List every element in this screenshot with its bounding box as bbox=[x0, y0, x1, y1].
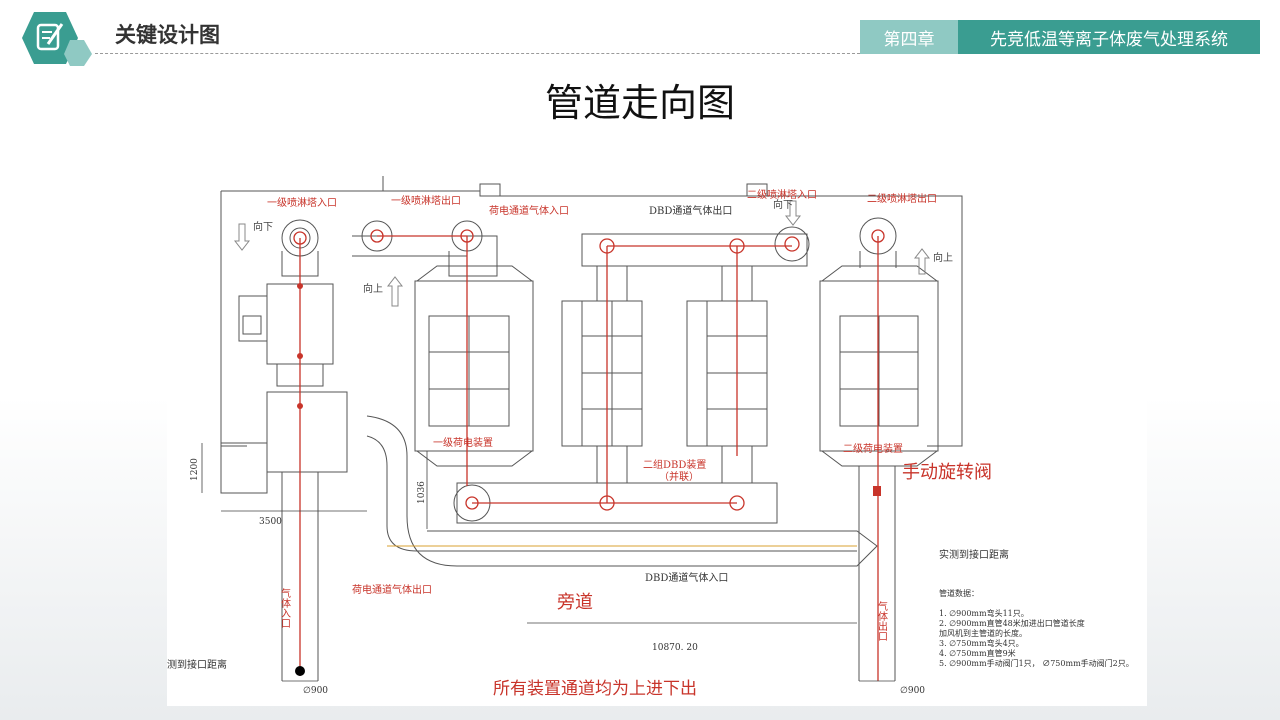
section-logo-icon bbox=[22, 12, 92, 66]
label-down-1: 向下 bbox=[253, 220, 273, 233]
charge1-body bbox=[414, 280, 534, 452]
label-charge1: 一级荷电装置 bbox=[433, 436, 493, 449]
label-measure-1: 测到接口距离 bbox=[167, 658, 227, 671]
label-bypass: 旁道 bbox=[557, 592, 593, 613]
gas-inlet-point bbox=[295, 666, 305, 676]
flow-node bbox=[729, 495, 745, 511]
flow-node bbox=[293, 231, 307, 245]
label-dbd-parallel: （并联） bbox=[659, 470, 699, 483]
label-charge-outlet: 荷电通道气体出口 bbox=[352, 583, 432, 596]
flow-node bbox=[599, 238, 615, 254]
arrow-down-icon bbox=[784, 200, 802, 226]
dim-1200: 1200 bbox=[190, 458, 200, 481]
spray1-side-box bbox=[220, 442, 268, 494]
page-title: 管道走向图 bbox=[544, 81, 735, 125]
label-down-2: 向下 bbox=[773, 198, 793, 211]
charge1-bottom bbox=[416, 450, 533, 467]
flow-node bbox=[297, 403, 303, 409]
flow-line-dbd-top bbox=[606, 245, 792, 456]
dim-10870: 10870. 20 bbox=[652, 643, 698, 653]
label-spray2-inlet: 二级喷淋塔入口 bbox=[747, 188, 817, 201]
spray2-outlet-neck bbox=[859, 251, 897, 268]
charge1-hood bbox=[416, 265, 533, 282]
dbd-bottom-header bbox=[456, 482, 778, 524]
dbd-risers bbox=[596, 266, 753, 301]
flow-node bbox=[871, 229, 885, 243]
flow-node bbox=[297, 353, 303, 359]
spray1-motor bbox=[238, 295, 268, 342]
label-dbd-outlet: DBD通道气体出口 bbox=[649, 204, 732, 217]
dim-3500: 3500 bbox=[259, 517, 282, 527]
bypass-inner bbox=[366, 435, 857, 552]
dbd-bottom-risers bbox=[596, 446, 753, 483]
charge2-body bbox=[819, 280, 939, 452]
chapter-number: 第四章 bbox=[860, 20, 958, 54]
pipe-data-line: 1. ∅900mm弯头11只。 bbox=[939, 608, 1029, 618]
arrow-down-icon bbox=[233, 223, 251, 251]
label-manual-valve: 手动旋转阀 bbox=[902, 462, 992, 483]
room-detail bbox=[746, 183, 768, 197]
pipe-data-title: 管道数据： bbox=[939, 588, 979, 598]
label-measure-2: 实测到接口距离 bbox=[939, 548, 1009, 561]
arrow-up-icon bbox=[386, 276, 404, 307]
chapter-banner: 第四章 先竞低温等离子体废气处理系统 bbox=[860, 20, 1260, 54]
flow-node bbox=[460, 229, 474, 243]
spray1-outlet bbox=[281, 472, 319, 681]
flow-node bbox=[297, 283, 303, 289]
label-spray1-inlet: 一级喷淋塔入口 bbox=[267, 196, 337, 209]
label-spray1-outlet: 一级喷淋塔出口 bbox=[391, 194, 461, 207]
label-spray2-outlet: 二级喷淋塔出口 bbox=[867, 192, 937, 205]
bypass-pipe bbox=[366, 415, 878, 567]
arrow-up-icon bbox=[913, 248, 931, 275]
dim-1036: 1036 bbox=[417, 481, 427, 504]
label-dbd-group: 二组DBD装置 bbox=[643, 458, 706, 471]
spray2-inlet-flange bbox=[774, 226, 810, 262]
label-up-1: 向上 bbox=[363, 282, 383, 295]
footer-note: 所有装置通道均为上进下出 bbox=[493, 679, 697, 699]
room-detail bbox=[479, 183, 501, 197]
dim-dia-900-a: ∅900 bbox=[303, 686, 328, 696]
label-gas-inlet: 气体入口 bbox=[279, 587, 291, 628]
flow-line-bottom bbox=[472, 456, 737, 504]
charge1-inlet-duct bbox=[448, 251, 498, 277]
pipe-data-line: 5. ∅900mm手动阀门1只， ∅750mm手动阀门2只。 bbox=[939, 658, 1134, 668]
spray1-outlet-pipe bbox=[352, 235, 498, 276]
flow-node bbox=[599, 495, 615, 511]
flow-node bbox=[370, 229, 384, 243]
flow-node bbox=[784, 236, 800, 252]
room-outline bbox=[220, 190, 963, 447]
pipe-data-line: 2. ∅900mm直管48米加进出口管道长度 bbox=[939, 618, 1085, 628]
flow-node bbox=[465, 496, 479, 510]
charge2-hood bbox=[821, 265, 938, 282]
flow-line-top bbox=[377, 235, 468, 486]
spray1-motor-box bbox=[242, 315, 262, 335]
pipe-data-line: 4. ∅750mm直管9米 bbox=[939, 648, 1016, 658]
dim-dia-900-b: ∅900 bbox=[900, 686, 925, 696]
section-title: 关键设计图 bbox=[115, 23, 220, 47]
manual-valve-icon bbox=[873, 486, 881, 496]
chapter-name: 先竞低温等离子体废气处理系统 bbox=[958, 20, 1260, 54]
label-dbd-inlet: DBD通道气体入口 bbox=[645, 571, 728, 584]
header-divider bbox=[95, 53, 860, 54]
pipe-routing-diagram: 一级喷淋塔入口 一级喷淋塔出口 荷电通道气体入口 二级喷淋塔入口 二级喷淋塔出口… bbox=[167, 156, 1147, 706]
flow-node bbox=[729, 238, 745, 254]
label-up-2: 向上 bbox=[933, 251, 953, 264]
diagram-canvas: 一级喷淋塔入口 一级喷淋塔出口 荷电通道气体入口 二级喷淋塔入口 二级喷淋塔出口… bbox=[167, 176, 1134, 699]
charge2-outlet-pipe bbox=[858, 466, 896, 681]
pipe-data-line: 加风机到主管道的长度。 bbox=[939, 628, 1027, 638]
label-charge-inlet: 荷电通道气体入口 bbox=[489, 204, 569, 217]
spray1-lower-body bbox=[266, 391, 348, 473]
dbd-top-header bbox=[581, 233, 808, 267]
label-gas-outlet: 气体出口 bbox=[876, 600, 888, 641]
pipe-data-line: 3. ∅750mm弯头4只。 bbox=[939, 638, 1024, 648]
label-charge2: 二级荷电装置 bbox=[843, 442, 903, 455]
charge2-bottom bbox=[821, 450, 938, 467]
